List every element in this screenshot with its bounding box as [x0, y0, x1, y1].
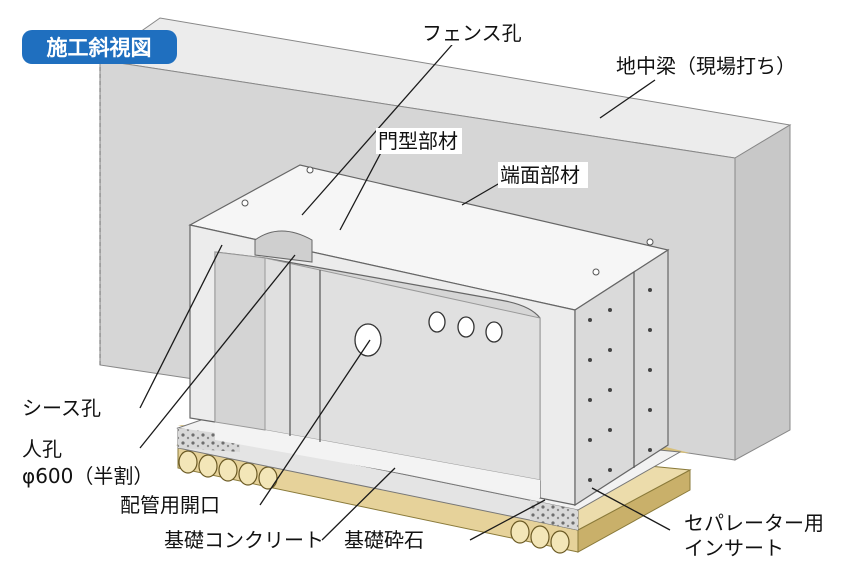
label-foundation-concrete: 基礎コンクリート: [164, 528, 324, 552]
diagram-title: 施工斜視図: [47, 36, 152, 60]
label-separator-insert: セパレーター用: [684, 511, 824, 535]
separator-insert-dots: [588, 288, 652, 482]
label-sheath-hole: シース孔: [22, 396, 101, 420]
label-portal-member: 門型部材: [378, 129, 458, 153]
gravel-pipes: [178, 450, 570, 554]
label-separator-insert-2: インサート: [684, 536, 784, 560]
label-foundation-gravel: 基礎砕石: [344, 528, 424, 552]
labels: フェンス孔 地中梁（現場打ち） 門型部材 端面部材 シース孔 人孔 φ600（半…: [22, 19, 826, 560]
label-end-member: 端面部材: [500, 163, 580, 187]
portal-member: [188, 164, 670, 507]
label-piping-opening: 配管用開口: [120, 493, 220, 517]
title-badge: 施工斜視図: [22, 30, 177, 64]
leader-lines: [139, 37, 671, 541]
label-fence-hole: フェンス孔: [422, 21, 522, 45]
label-manhole-size: φ600（半割）: [22, 464, 153, 488]
label-manhole: 人孔: [22, 437, 62, 461]
label-ground-beam: 地中梁（現場打ち）: [616, 54, 796, 78]
